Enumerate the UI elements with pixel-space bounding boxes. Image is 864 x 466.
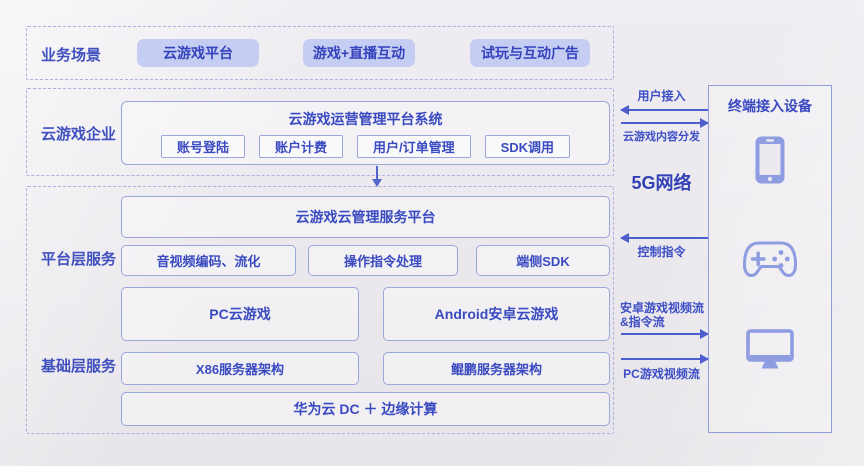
arrow-right-android-stream-icon: [621, 329, 709, 339]
operation-management-platform-box: 云游戏运营管理平台系统 账号登陆 账户计费 用户/订单管理 SDK调用: [121, 101, 610, 165]
terminal-devices-panel: 终端接入设备: [708, 85, 832, 433]
runtime-android-cloud-gaming: Android安卓云游戏: [383, 287, 610, 341]
module-account-login: 账号登陆: [160, 135, 245, 158]
module-user-order-management: 用户/订单管理: [356, 135, 471, 158]
service-av-encoding-streaming: 音视频编码、流化: [121, 245, 296, 276]
platform-layer-label: 平台层服务: [41, 251, 117, 268]
enterprise-label: 云游戏企业: [41, 126, 117, 143]
service-client-sdk: 端侧SDK: [476, 245, 610, 276]
business-scenarios-label: 业务场景: [41, 47, 102, 64]
cloud-management-service-platform-box: 云游戏云管理服务平台: [121, 196, 610, 238]
arrow-right-pc-stream-icon: [621, 354, 709, 364]
scenario-cloud-game-platform: 云游戏平台: [137, 39, 259, 67]
huawei-cloud-dc-edge-box: 华为云 DC ＋ 边缘计算: [121, 392, 610, 426]
operation-platform-modules: 账号登陆 账户计费 用户/订单管理 SDK调用: [122, 135, 609, 158]
service-command-processing: 操作指令处理: [308, 245, 458, 276]
flow-label-pc-stream: PC游戏视频流: [623, 367, 700, 381]
arrow-left-user-access-icon: [620, 105, 708, 115]
flow-label-android-stream: 安卓游戏视频流 &指令流: [620, 301, 705, 329]
platform-infrastructure-section: 平台层服务 基础层服务 云游戏云管理服务平台 音视频编码、流化 操作指令处理 端…: [26, 186, 614, 434]
server-x86-architecture: X86服务器架构: [121, 352, 359, 385]
cloud-gaming-enterprise-section: 云游戏企业 云游戏运营管理平台系统 账号登陆 账户计费 用户/订单管理 SDK调…: [26, 88, 614, 176]
operation-platform-title: 云游戏运营管理平台系统: [288, 111, 443, 127]
smartphone-icon: [709, 136, 831, 184]
arrow-right-content-distribution-icon: [621, 118, 709, 128]
network-5g-label: 5G网络: [631, 173, 692, 193]
server-kunpeng-architecture: 鲲鹏服务器架构: [383, 352, 610, 385]
monitor-icon: [709, 329, 831, 370]
network-flows: 用户接入 云游戏内容分发 5G网络 控制指令 安卓游戏视频流 &指令流 PC游戏…: [615, 85, 709, 435]
business-scenarios-section: 业务场景 云游戏平台 游戏+直播互动 试玩与互动广告: [26, 26, 614, 80]
arrow-left-control-command-icon: [620, 233, 708, 243]
terminal-panel-title: 终端接入设备: [728, 98, 812, 114]
flow-label-content-distribution: 云游戏内容分发: [623, 131, 700, 143]
module-account-billing: 账户计费: [258, 135, 343, 158]
flow-label-control-command: 控制指令: [637, 245, 686, 259]
scenario-game-live-interaction: 游戏+直播互动: [303, 39, 415, 67]
down-arrow-icon: [372, 166, 382, 187]
infrastructure-layer-label: 基础层服务: [41, 358, 117, 375]
flow-label-user-access: 用户接入: [637, 89, 686, 103]
gamepad-icon: [709, 237, 831, 281]
runtime-pc-cloud-gaming: PC云游戏: [121, 287, 359, 341]
module-sdk-call: SDK调用: [484, 135, 571, 158]
scenario-trial-interactive-ads: 试玩与互动广告: [470, 39, 590, 67]
